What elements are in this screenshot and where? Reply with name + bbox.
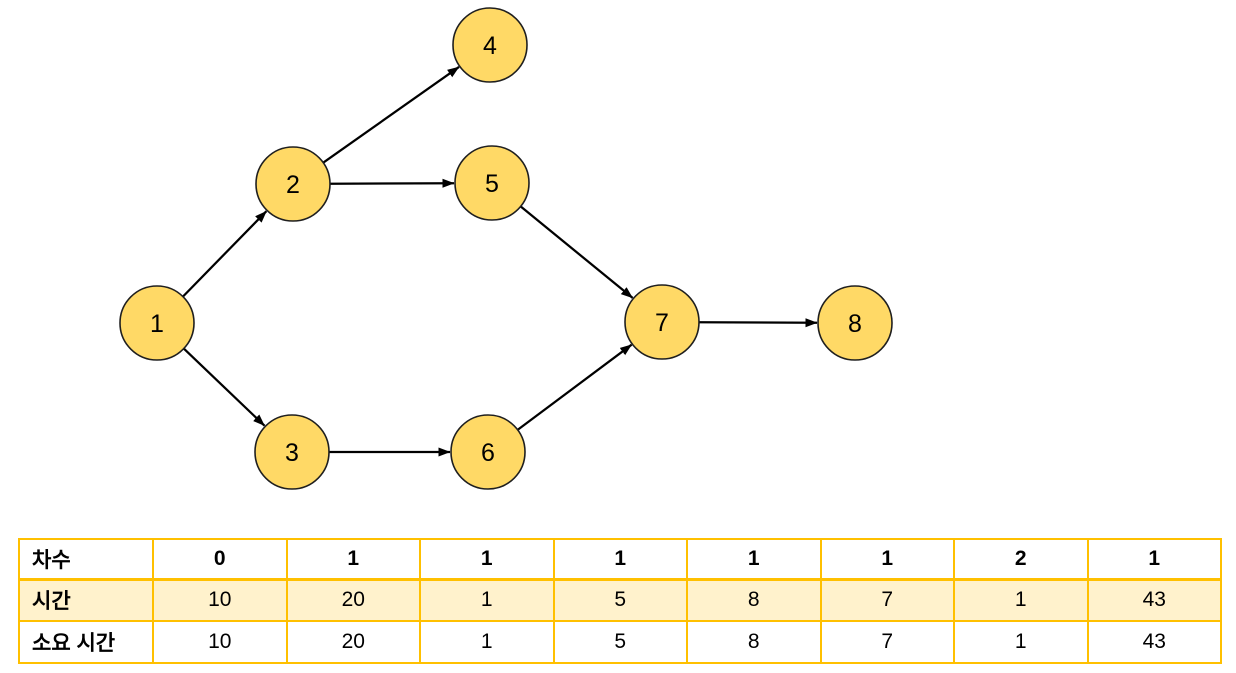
graph-node-4 <box>452 7 528 83</box>
graph-node-label-5: 5 <box>485 170 499 198</box>
nodes-layer: 1 2 3 4 5 6 7 8 <box>119 7 893 490</box>
graph-node-label-7: 7 <box>655 309 669 337</box>
graph-node-label-3: 3 <box>285 439 299 467</box>
graph-edge-2-4 <box>322 65 460 164</box>
table-cell: 7 <box>819 578 955 622</box>
graph-edge-7-8 <box>698 318 818 328</box>
row-label: 차수 <box>18 538 154 581</box>
table-cell: 20 <box>285 578 421 622</box>
table-cell: 7 <box>819 620 955 664</box>
table-cell: 1 <box>419 538 555 581</box>
graph-node-2 <box>255 146 331 222</box>
graph-canvas: 1 2 3 4 5 6 7 8 <box>119 7 893 490</box>
graph-edge-5-7 <box>519 205 634 299</box>
graph-node-label-6: 6 <box>481 439 495 467</box>
graph-edge-6-7 <box>516 343 633 431</box>
table-cell: 2 <box>953 538 1089 581</box>
graph-edge-1-3 <box>183 347 266 427</box>
table-cell: 1 <box>419 578 555 622</box>
table-cell: 43 <box>1086 620 1222 664</box>
graph-node-1 <box>119 285 195 361</box>
graph-node-label-2: 2 <box>286 171 300 199</box>
graph-node-7 <box>624 284 700 360</box>
table-cell: 1 <box>419 620 555 664</box>
edges-layer <box>182 65 818 457</box>
graph-edge-1-2 <box>182 210 268 298</box>
table-cell: 10 <box>152 620 288 664</box>
graph-node-label-8: 8 <box>848 310 862 338</box>
table-cell: 0 <box>152 538 288 581</box>
graph-node-5 <box>454 145 530 221</box>
table-cell: 20 <box>285 620 421 664</box>
graph-node-label-4: 4 <box>483 32 497 60</box>
graph-node-label-1: 1 <box>150 310 164 338</box>
table-cell: 43 <box>1086 578 1222 622</box>
table-cell: 8 <box>686 620 822 664</box>
table-cell: 1 <box>285 538 421 581</box>
graph-node-3 <box>254 414 330 490</box>
table-cell: 8 <box>686 578 822 622</box>
table-cell: 10 <box>152 578 288 622</box>
graph-node-8 <box>817 285 893 361</box>
table-cell: 5 <box>552 620 688 664</box>
row-label: 시간 <box>18 578 154 622</box>
table-cell: 1 <box>953 620 1089 664</box>
graph-node-6 <box>450 414 526 490</box>
table-cell: 5 <box>552 578 688 622</box>
table-cell: 1 <box>819 538 955 581</box>
table-cell: 1 <box>1086 538 1222 581</box>
table-cell: 1 <box>953 578 1089 622</box>
table-cell: 1 <box>686 538 822 581</box>
row-label: 소요 시간 <box>18 620 154 664</box>
graph-edge-2-5 <box>329 178 455 188</box>
table-cell: 1 <box>552 538 688 581</box>
